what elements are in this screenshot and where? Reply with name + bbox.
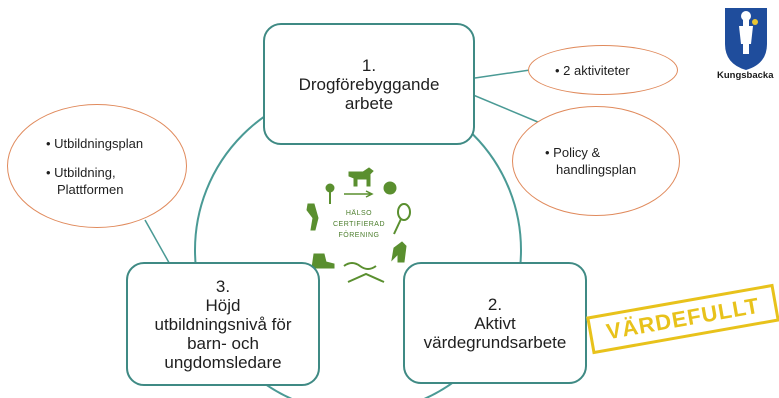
ball-icon	[383, 181, 397, 195]
step-box-2: 2. Aktivt värdegrundsarbete	[403, 262, 587, 384]
connector-policy	[465, 91, 546, 126]
wave-icon	[343, 262, 377, 270]
kungsbacka-crest-icon	[725, 8, 767, 70]
note-activities-item-1: 2 aktiviteter	[555, 62, 677, 79]
horse-icon	[348, 167, 374, 187]
note-policy-item-1: Policy &	[545, 144, 679, 161]
emblem-line-2: CERTIFIERAD	[332, 221, 386, 228]
step-box-3: 3. Höjd utbildningsnivå för barn- och un…	[126, 262, 320, 386]
step-2-number: 2.	[487, 294, 503, 314]
fencer-icon	[391, 241, 407, 263]
golf-icon	[325, 183, 335, 193]
step-2-line-1: Aktivt	[474, 313, 516, 333]
step-box-1: 1. Drogförebyggande arbete	[263, 23, 475, 145]
note-policy: Policy & handlingsplan	[512, 106, 680, 216]
note-education: Utbildningsplan Utbildning, Plattformen	[7, 104, 187, 228]
emblem-line-3: FÖRENING	[338, 232, 380, 239]
step-3-line-3: barn- och	[187, 333, 259, 353]
step-1-number: 1.	[361, 55, 377, 75]
step-3-number: 3.	[215, 276, 231, 296]
note-policy-item-1-cont: handlingsplan	[556, 162, 637, 177]
note-education-item-2-cont: Plattformen	[57, 181, 124, 197]
step-1-line-1: Drogförebyggande	[298, 74, 440, 94]
hockey-icon	[347, 272, 385, 283]
connector-education	[144, 219, 173, 269]
skate-icon	[311, 253, 335, 269]
note-activities: 2 aktiviteter	[528, 45, 678, 95]
step-3-line-2: utbildningsnivå för	[154, 314, 292, 334]
logo-name: Kungsbacka	[717, 70, 774, 81]
gymnast-icon	[306, 203, 319, 231]
note-education-item-2: Utbildning,	[46, 164, 186, 181]
step-3-line-1: Höjd	[205, 295, 241, 315]
racket-icon	[397, 203, 411, 221]
emblem-line-1: HÄLSO	[345, 210, 373, 217]
connector-activities	[474, 69, 531, 79]
step-3-line-4: ungdomsledare	[164, 352, 282, 372]
step-2-line-2: värdegrundsarbete	[423, 332, 567, 352]
arrow-icon	[344, 190, 374, 198]
note-education-item-1: Utbildningsplan	[46, 135, 186, 152]
step-1-line-2: arbete	[344, 93, 394, 113]
